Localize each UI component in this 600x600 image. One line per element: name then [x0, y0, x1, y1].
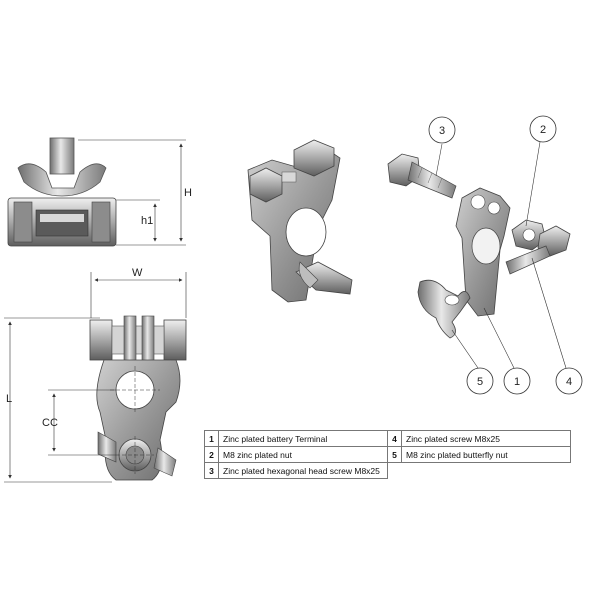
assembled-iso-view	[247, 139, 353, 303]
part-number: 5	[387, 446, 402, 463]
svg-text:3: 3	[439, 125, 445, 137]
svg-text:1: 1	[514, 376, 520, 388]
dim-label-CC: CC	[42, 417, 58, 429]
parts-row: 1 Zinc plated battery Terminal 4 Zinc pl…	[204, 430, 571, 447]
part-number: 1	[204, 430, 219, 447]
parts-list-table: 1 Zinc plated battery Terminal 4 Zinc pl…	[204, 430, 571, 479]
part-number: 4	[387, 430, 402, 447]
dim-label-H: H	[184, 187, 192, 199]
exploded-view	[387, 153, 571, 339]
dim-label-W: W	[132, 267, 143, 279]
svg-text:5: 5	[477, 376, 483, 388]
svg-text:4: 4	[566, 376, 572, 388]
part-description: M8 zinc plated butterfly nut	[401, 446, 571, 463]
callout-2: 2	[529, 115, 557, 143]
part-description: Zinc plated battery Terminal	[218, 430, 388, 447]
parts-row: 3 Zinc plated hexagonal head screw M8x25	[204, 462, 571, 479]
parts-row: 2 M8 zinc plated nut 5 M8 zinc plated bu…	[204, 446, 571, 463]
callout-3: 3	[428, 116, 456, 144]
front-view: H h1	[7, 137, 192, 247]
part-description: Zinc plated hexagonal head screw M8x25	[218, 462, 388, 479]
dim-label-h1: h1	[141, 215, 153, 227]
callout-leaders	[435, 141, 567, 369]
callout-1: 1	[503, 367, 531, 395]
part-number: 2	[204, 446, 219, 463]
callout-5: 5	[466, 367, 494, 395]
top-view: W L CC	[4, 267, 187, 483]
svg-text:2: 2	[540, 124, 546, 136]
part-description: Zinc plated screw M8x25	[401, 430, 571, 447]
part-number: 3	[204, 462, 219, 479]
dim-label-L: L	[6, 393, 12, 405]
part-description: M8 zinc plated nut	[218, 446, 388, 463]
callout-4: 4	[555, 367, 583, 395]
